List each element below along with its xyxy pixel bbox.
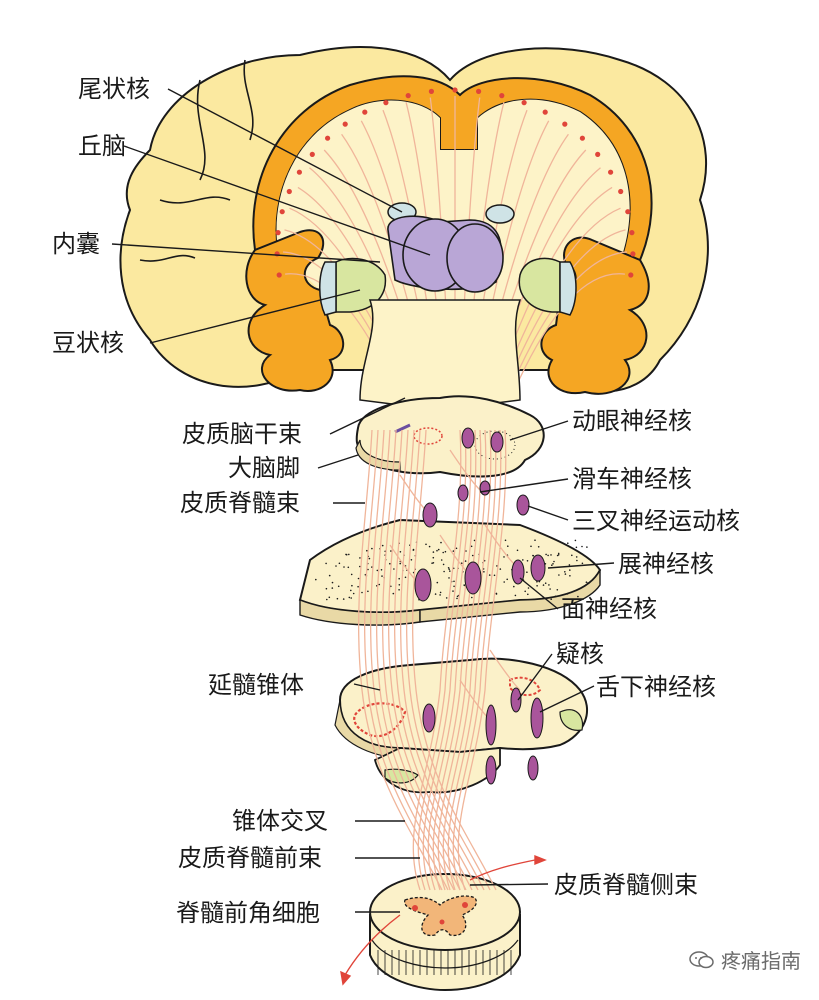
motor-nucleus (423, 503, 437, 527)
label-lateral-corticospinal: 皮质脊髓侧束 (554, 870, 698, 900)
label-ambiguus: 疑核 (556, 639, 604, 669)
spinal-cord-section (370, 874, 520, 990)
cortical-cell-star (595, 152, 600, 157)
label-pyramidal-decussation: 锥体交叉 (232, 806, 328, 836)
label-facial: 面神经核 (561, 594, 657, 624)
cortical-cell-star (287, 189, 292, 194)
cortical-cell-star (618, 189, 623, 194)
thalamus (388, 216, 503, 292)
motor-nucleus (465, 562, 481, 594)
label-trochlear: 滑车神经核 (572, 464, 692, 494)
label-caudate: 尾状核 (78, 74, 150, 104)
motor-nucleus (491, 432, 503, 452)
label-trigeminal-motor: 三叉神经运动核 (572, 506, 740, 536)
motor-nucleus (423, 704, 435, 732)
cortical-cell-star (625, 209, 630, 214)
cortical-cell-star (429, 89, 434, 94)
label-internal-capsule: 内囊 (52, 229, 100, 259)
motor-nucleus (458, 485, 468, 501)
motor-nucleus (528, 756, 538, 780)
cortical-cell-star (276, 230, 281, 235)
motor-nucleus (511, 688, 521, 712)
motor-nucleus (486, 756, 496, 784)
cortical-cell-star (543, 110, 548, 115)
label-cerebral-peduncle: 大脑脚 (228, 453, 300, 483)
cortical-cell-star (499, 93, 504, 98)
cortical-cell-star (629, 230, 634, 235)
midbrain-column (360, 300, 520, 410)
cortical-cell-star (383, 100, 388, 105)
watermark-text: 疼痛指南 (721, 945, 801, 974)
motor-nucleus (480, 481, 490, 495)
motor-nucleus (486, 705, 496, 745)
label-abducens: 展神经核 (618, 549, 714, 579)
motor-nucleus (531, 555, 545, 581)
cortical-cell-star (562, 122, 567, 127)
motor-nucleus (531, 698, 543, 738)
label-corticospinal: 皮质脊髓束 (180, 488, 300, 518)
cortical-cell-star (608, 170, 613, 175)
cortical-cell-star (297, 170, 302, 175)
label-hypoglossal: 舌下神经核 (596, 672, 716, 702)
leader-line (528, 506, 568, 520)
leader-line (480, 479, 568, 492)
watermark: 疼痛指南 (689, 945, 801, 974)
label-oculomotor: 动眼神经核 (572, 406, 692, 436)
leader-line (318, 455, 358, 468)
label-anterior-horn-cells: 脊髓前角细胞 (176, 898, 320, 928)
cortical-cell-star (310, 152, 315, 157)
cerebral-hemisphere (120, 47, 707, 410)
cortical-cell-star (343, 122, 348, 127)
cortical-cell-star (628, 272, 633, 277)
wechat-icon (689, 950, 715, 970)
leader-line (470, 884, 548, 885)
label-anterior-corticospinal: 皮质脊髓前束 (178, 843, 322, 873)
pons-section (300, 520, 600, 625)
cortical-cell-star (452, 87, 457, 92)
motor-nucleus (517, 495, 529, 515)
cortical-cell-star (580, 136, 585, 141)
motor-nucleus (462, 428, 474, 448)
cortical-cell-star (280, 209, 285, 214)
cortical-cell-star (630, 251, 635, 256)
cortical-cell-star (277, 272, 282, 277)
cortical-cell-star (325, 136, 330, 141)
label-medullary-pyramid: 延髓锥体 (208, 670, 304, 700)
cortical-cell-star (362, 110, 367, 115)
label-thalamus: 丘脑 (78, 131, 126, 161)
motor-nucleus (415, 569, 431, 601)
label-lentiform: 豆状核 (52, 328, 124, 358)
label-corticobulbar: 皮质脑干束 (182, 419, 302, 449)
cortical-cell-star (406, 93, 411, 98)
cortical-cell-star (522, 100, 527, 105)
cortical-cell-star (476, 89, 481, 94)
